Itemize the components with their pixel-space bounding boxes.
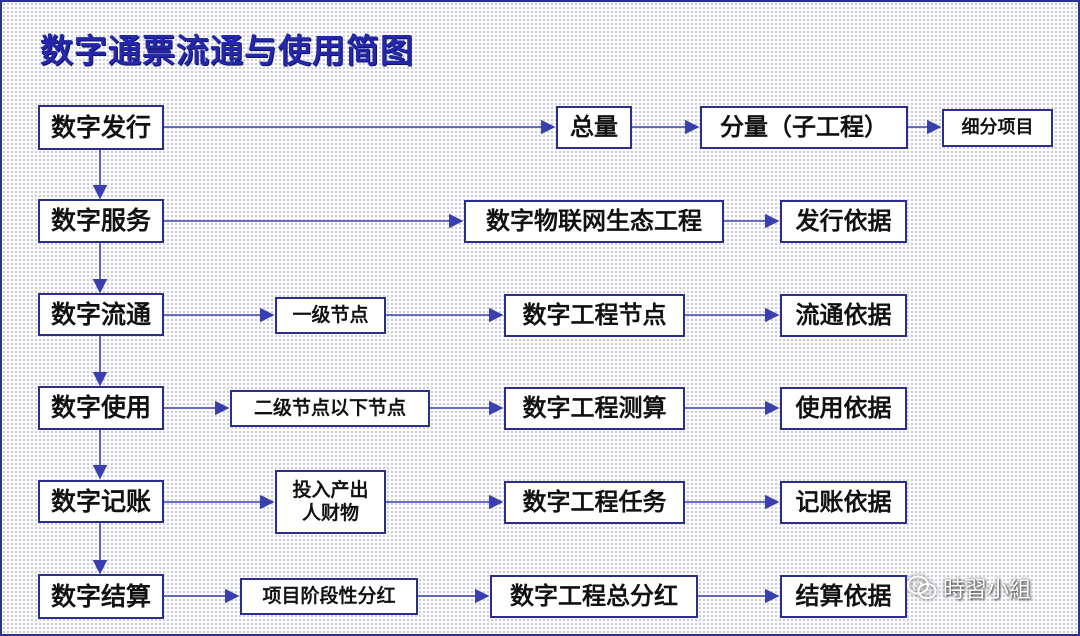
box-engineering-dividend: 数字工程总分红 xyxy=(490,575,698,618)
watermark-text: 時習小組 xyxy=(943,578,1032,603)
input-output-line1: 投入产出 xyxy=(292,479,369,502)
box-digital-bookkeeping: 数字记账 xyxy=(38,480,164,523)
box-level2-nodes: 二级节点以下节点 xyxy=(230,390,430,427)
box-digital-usage: 数字使用 xyxy=(38,386,164,430)
input-output-line2: 人财物 xyxy=(301,502,359,524)
box-iot-ecosystem: 数字物联网生态工程 xyxy=(464,200,724,243)
box-settlement-basis: 结算依据 xyxy=(780,575,907,618)
box-digital-service: 数字服务 xyxy=(38,199,164,243)
box-digital-issue: 数字发行 xyxy=(38,105,164,150)
watermark: 時習小組 xyxy=(907,572,1031,604)
wechat-logo-icon xyxy=(907,575,937,599)
box-usage-basis: 使用依据 xyxy=(780,387,907,430)
box-detail-items: 细分项目 xyxy=(942,109,1053,147)
box-bookkeeping-basis: 记账依据 xyxy=(780,481,907,524)
box-circulation-basis: 流通依据 xyxy=(780,294,907,337)
box-engineering-node: 数字工程节点 xyxy=(504,294,685,337)
page-title: 数字通票流通与使用简图 xyxy=(40,31,414,70)
box-digital-settlement: 数字结算 xyxy=(38,574,164,619)
box-engineering-estimate: 数字工程测算 xyxy=(504,387,685,430)
box-stage-dividend: 项目阶段性分红 xyxy=(240,578,418,615)
box-engineering-task: 数字工程任务 xyxy=(504,481,685,524)
box-level1-node: 一级节点 xyxy=(275,297,386,334)
box-sub-projects: 分量（子工程） xyxy=(700,106,908,149)
box-total: 总量 xyxy=(556,106,632,149)
box-digital-circulation: 数字流通 xyxy=(38,293,164,336)
box-input-output: 投入产出 人财物 xyxy=(275,470,386,534)
box-issue-basis: 发行依据 xyxy=(780,200,907,243)
